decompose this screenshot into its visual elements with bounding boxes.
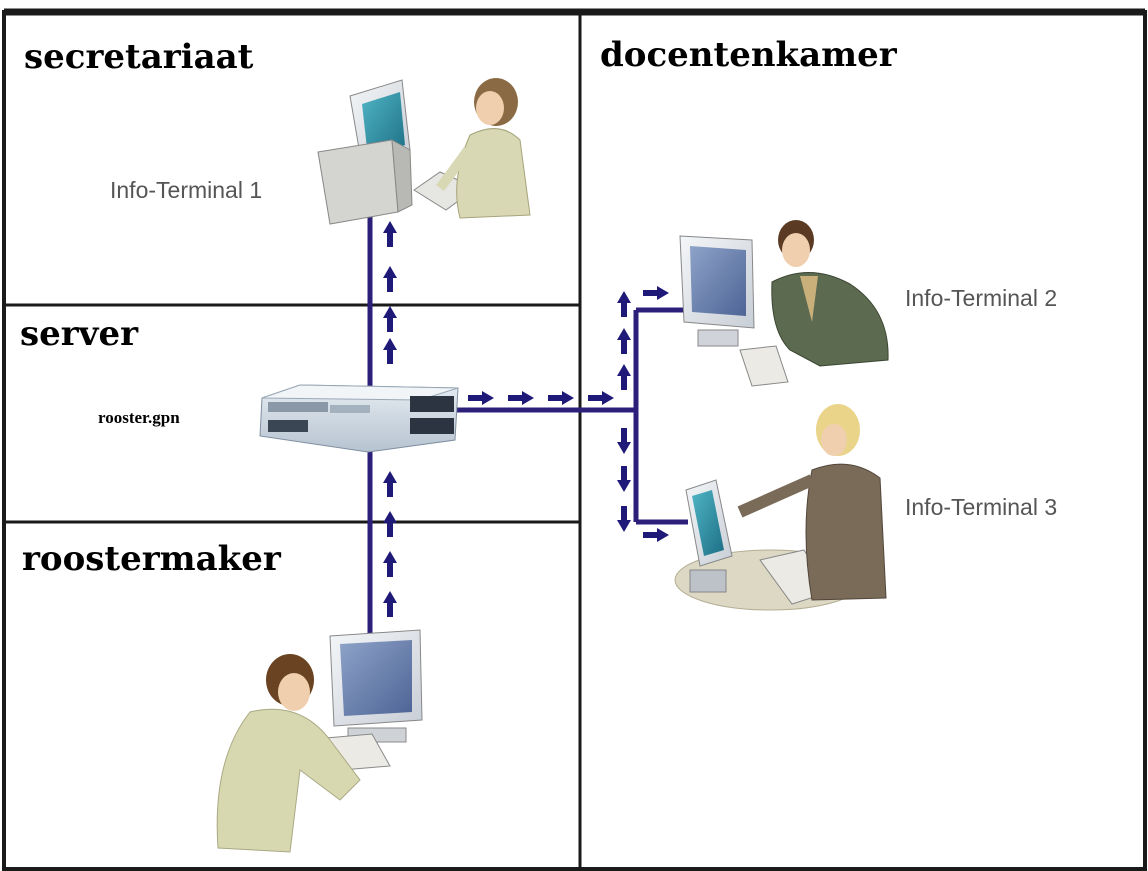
room-title-server: server: [20, 314, 139, 354]
person-icon: [436, 78, 531, 219]
terminal-1-group: Info-Terminal 1: [110, 78, 531, 225]
desktop-computer-icon: [679, 235, 789, 387]
terminal-2-group: Info-Terminal 2: [679, 220, 1057, 387]
room-title-roostermaker: roostermaker: [22, 539, 282, 579]
terminal-2-label: Info-Terminal 2: [905, 285, 1057, 311]
server-rack-icon: [259, 384, 459, 453]
desktop-computer-icon: [317, 79, 477, 225]
terminal-1-label: Info-Terminal 1: [110, 177, 262, 203]
room-title-docentenkamer: docentenkamer: [600, 35, 898, 75]
terminal-3-label: Info-Terminal 3: [905, 494, 1057, 520]
person-icon: [737, 404, 887, 601]
person-icon: [771, 220, 889, 367]
terminal-3-group: Info-Terminal 3: [674, 404, 1057, 611]
room-borders: [2, 8, 1147, 871]
roostermaker-group: [216, 629, 423, 853]
person-icon: [216, 654, 361, 853]
server-hostname: rooster.gpn: [98, 408, 180, 427]
room-title-secretariaat: secretariaat: [24, 37, 254, 77]
desktop-computer-icon: [325, 629, 423, 771]
